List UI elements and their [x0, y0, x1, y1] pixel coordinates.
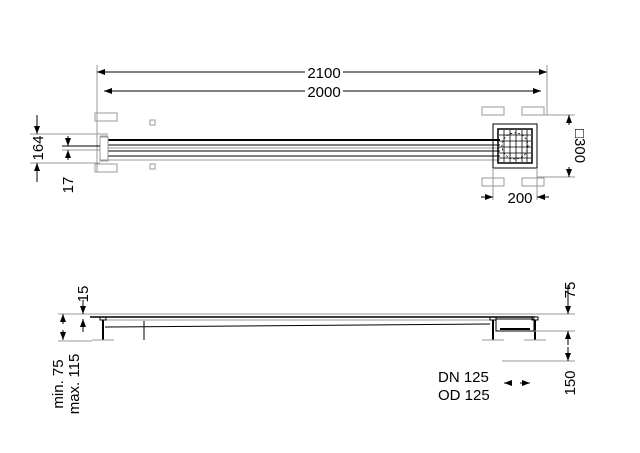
dimension-min-75: min. 75 — [50, 359, 67, 408]
outlet-box — [492, 123, 538, 169]
side-feet — [92, 316, 546, 341]
drain-channel — [99, 135, 500, 162]
pipe-od-125: OD 125 — [438, 387, 490, 404]
dimension-150: 150 — [562, 370, 579, 395]
dimension-17: 17 — [60, 177, 77, 194]
dimension-max-115: max. 115 — [66, 354, 83, 415]
top-view: 2100 2000 — [30, 63, 588, 207]
side-outlet-box — [495, 318, 535, 332]
dimension-75: 75 — [562, 282, 579, 299]
dimension-2000: 2000 — [307, 84, 340, 101]
dimension-15: 15 — [75, 286, 92, 303]
adjustable-feet — [94, 106, 545, 187]
side-view: 15 min. 75 max. 115 75 150 DN 125 OD 125 — [50, 282, 579, 415]
dimension-box-300: □300 — [571, 129, 588, 163]
pipe-dn-125: DN 125 — [438, 369, 489, 386]
dimension-200: 200 — [507, 190, 532, 207]
dimension-164: 164 — [30, 135, 47, 160]
dimension-2100: 2100 — [307, 65, 340, 82]
